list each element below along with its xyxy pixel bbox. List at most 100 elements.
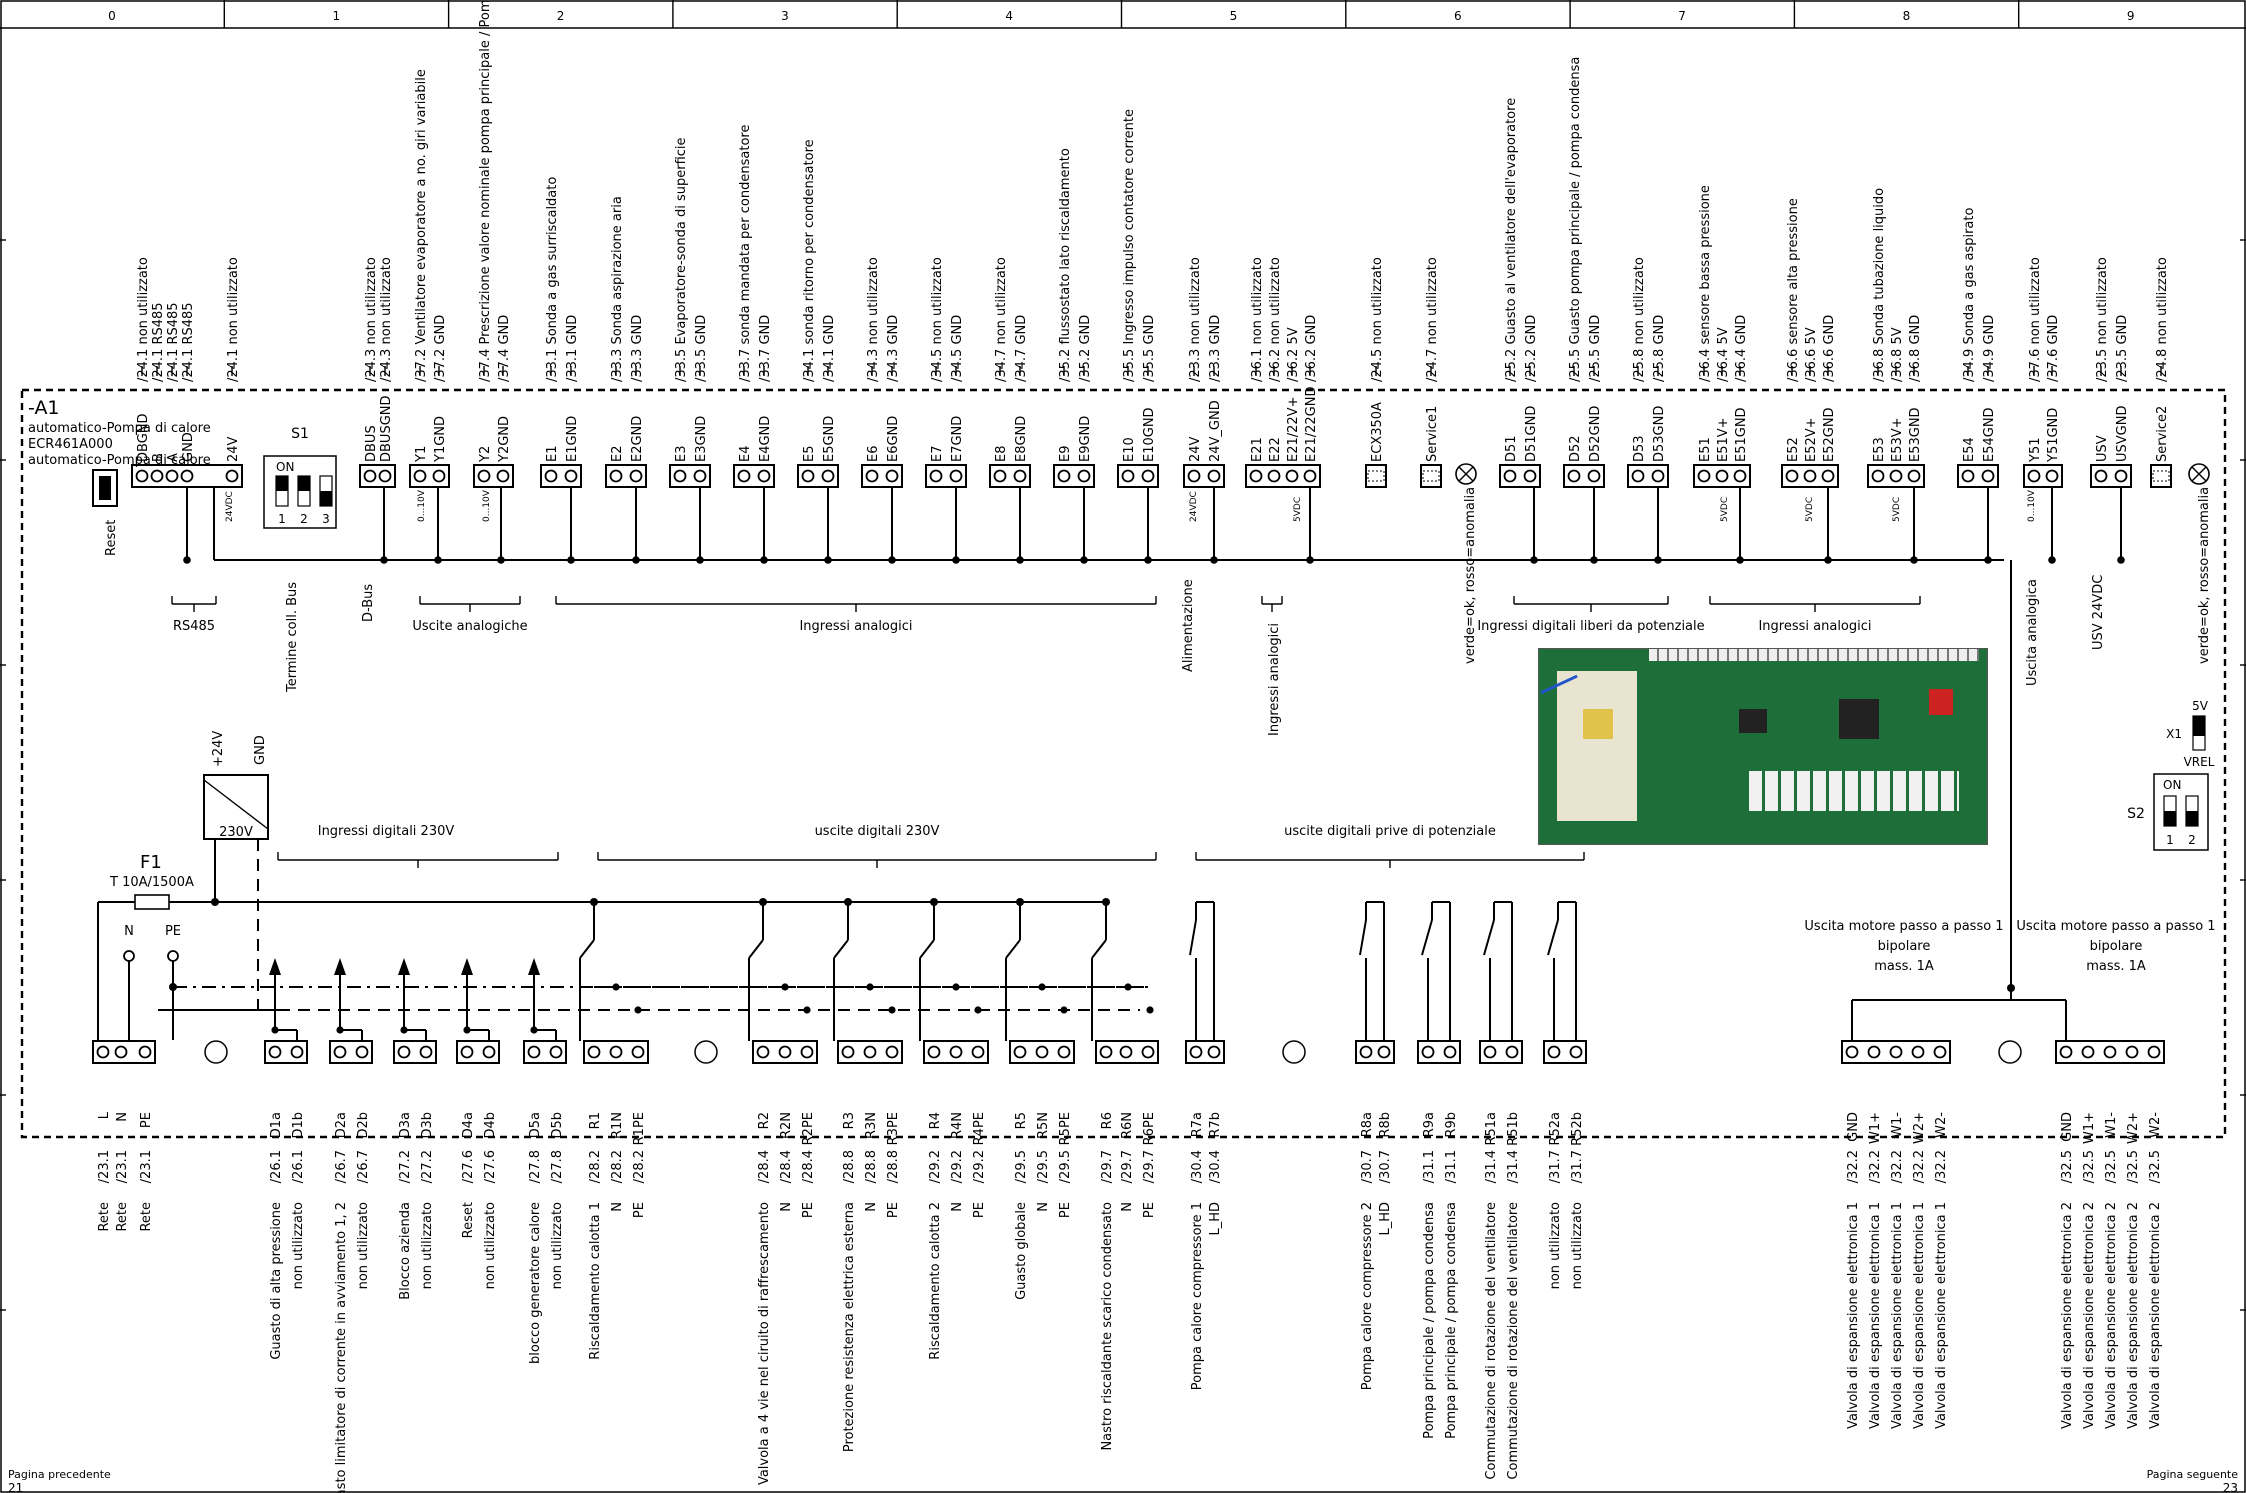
psu-plus-label: +24V [211,731,226,767]
terminal-screw [971,1045,985,1059]
terminal-ref: /26.7 [334,1150,349,1183]
terminal-desc: blocco generatore calore [528,1202,543,1364]
bottom-terminal-strip: L/23.1ReteN/23.1RetePE/23.1ReteD1a/26.1G… [92,1040,2165,1493]
terminal-ref: /28.4 [779,1150,794,1183]
terminal-block [1365,464,1387,488]
terminal-screw [756,1045,770,1059]
input-arrow [334,958,346,975]
terminal-screw [2081,1045,2095,1059]
group-label: uscite digitali 230V [815,824,940,839]
terminal-desc: Valvola di espansione elettronica 1 [1912,1202,1927,1429]
terminal-label: D5a [528,1112,543,1138]
next-page-number: 23 [2223,1481,2238,1493]
terminal-screw [1421,1045,1435,1059]
terminal-ref: /37.4 GND [497,315,512,382]
terminal-label: E10GND [1142,407,1157,462]
terminal-ref: /30.7 [1378,1150,1393,1183]
terminal-ref: /32.5 [2148,1150,2163,1183]
terminal-screw [123,950,135,962]
terminal-screw [1587,469,1601,483]
terminal-screw [929,469,943,483]
terminal-label: D51GND [1524,406,1539,462]
terminal-ref: /30.7 [1360,1150,1375,1183]
terminal-ref: /25.5 Guasto pompa principale / pompa co… [1568,57,1583,382]
terminal-ref: /36.4 5V [1716,327,1731,382]
terminal-screw [1207,1045,1221,1059]
terminal-ref: /31.4 [1484,1150,1499,1183]
junction-dot [1590,556,1598,564]
terminal-screw [1285,469,1299,483]
terminal-ref: /34.1 GND [822,315,837,382]
junction-dot [866,983,874,991]
terminal-ref: /32.2 [1846,1150,1861,1183]
junction-dot [380,556,388,564]
terminal-ref: /34.5 non utilizzato [930,257,945,382]
terminal-screw [1889,469,1903,483]
terminal-label: R3 [842,1112,857,1129]
terminal-label: Y2 [478,446,493,463]
terminal-screw [477,469,491,483]
terminal-label: W1- [1890,1112,1905,1138]
terminal-desc: non utilizzato [356,1202,371,1289]
psu-diag [203,779,269,830]
terminal-label: E7GND [950,416,965,462]
terminal-label: R6N [1120,1112,1135,1139]
terminal-label: E53GND [1908,407,1923,462]
terminal-screw [800,1045,814,1059]
terminal-screw [1981,469,1995,483]
terminal-ref: /29.7 [1120,1150,1135,1183]
terminal-label: R1N [610,1112,625,1139]
terminal-desc: L_HD [1208,1202,1223,1236]
terminal-ref: /36.4 sensore bassa pressione [1698,185,1713,382]
voltage-label: 5VDC [1720,497,1730,522]
terminal-ref: /29.5 [1058,1150,1073,1183]
terminal-screw [1189,1045,1203,1059]
terminal-ref: /31.1 [1422,1150,1437,1183]
terminal-ref: /24.3 non utilizzato [379,257,394,382]
group-label: Termine coll. Bus [285,582,300,693]
terminal-desc: Valvola di espansione elettronica 2 [2104,1202,2119,1429]
terminal-label: E53V+ [1890,417,1905,462]
terminal-screw [2147,1045,2161,1059]
terminal-label: E21/22GND [1304,387,1319,463]
terminal-ref: /36.1 non utilizzato [1250,257,1265,382]
terminal-ref: /28.4 [801,1150,816,1183]
device-tag: -A1 [28,397,60,419]
terminal-ref: /24.1 RS485 [166,302,181,382]
terminal-ref: /36.2 non utilizzato [1268,257,1283,382]
terminal-desc: N [1036,1202,1051,1212]
terminal-label: GND [1846,1112,1861,1142]
terminal-ref: /24.8 non utilizzato [2155,257,2170,382]
voltage-label: 5VDC [1805,497,1815,522]
terminal-screw [587,1045,601,1059]
terminal-screw [673,469,687,483]
terminal-screw [180,469,194,483]
terminal-ref: /35.5 Ingresso impulso contatore corrent… [1122,109,1137,382]
fuse-symbol [134,894,170,910]
voltage-label: 5VDC [1892,497,1902,522]
terminal-desc: Valvola di espansione elettronica 1 [1934,1202,1949,1429]
terminal-label: E52 [1786,437,1801,462]
junction-dot [2048,556,2056,564]
terminal-ref: /37.4 Prescrizione valore nominale pompa… [478,0,493,382]
terminal-screw [549,1045,563,1059]
terminal-ref: /36.6 GND [1822,315,1837,382]
terminal-ref: /29.2 [950,1150,965,1183]
voltage-label: 5VDC [1293,497,1303,522]
mounting-hole [204,1040,228,1064]
terminal-label: R2N [779,1112,794,1139]
terminal-screw [1013,469,1027,483]
terminal-label: R4 [928,1112,943,1129]
terminal-label: Y2GND [497,416,512,463]
terminal-ref: /28.8 [886,1150,901,1183]
terminal-desc: non utilizzato [420,1202,435,1289]
terminal-screw [114,1045,128,1059]
terminal-desc: Commutazione di rotazione del ventilator… [1484,1202,1499,1480]
terminal-label: E8GND [1014,416,1029,462]
terminal-label: E4GND [758,416,773,462]
terminal-ref: /29.2 [928,1150,943,1183]
terminal-ref: /35.2 flussostato lato riscaldamento [1058,148,1073,382]
terminal-ref: /34.9 GND [1982,315,1997,382]
